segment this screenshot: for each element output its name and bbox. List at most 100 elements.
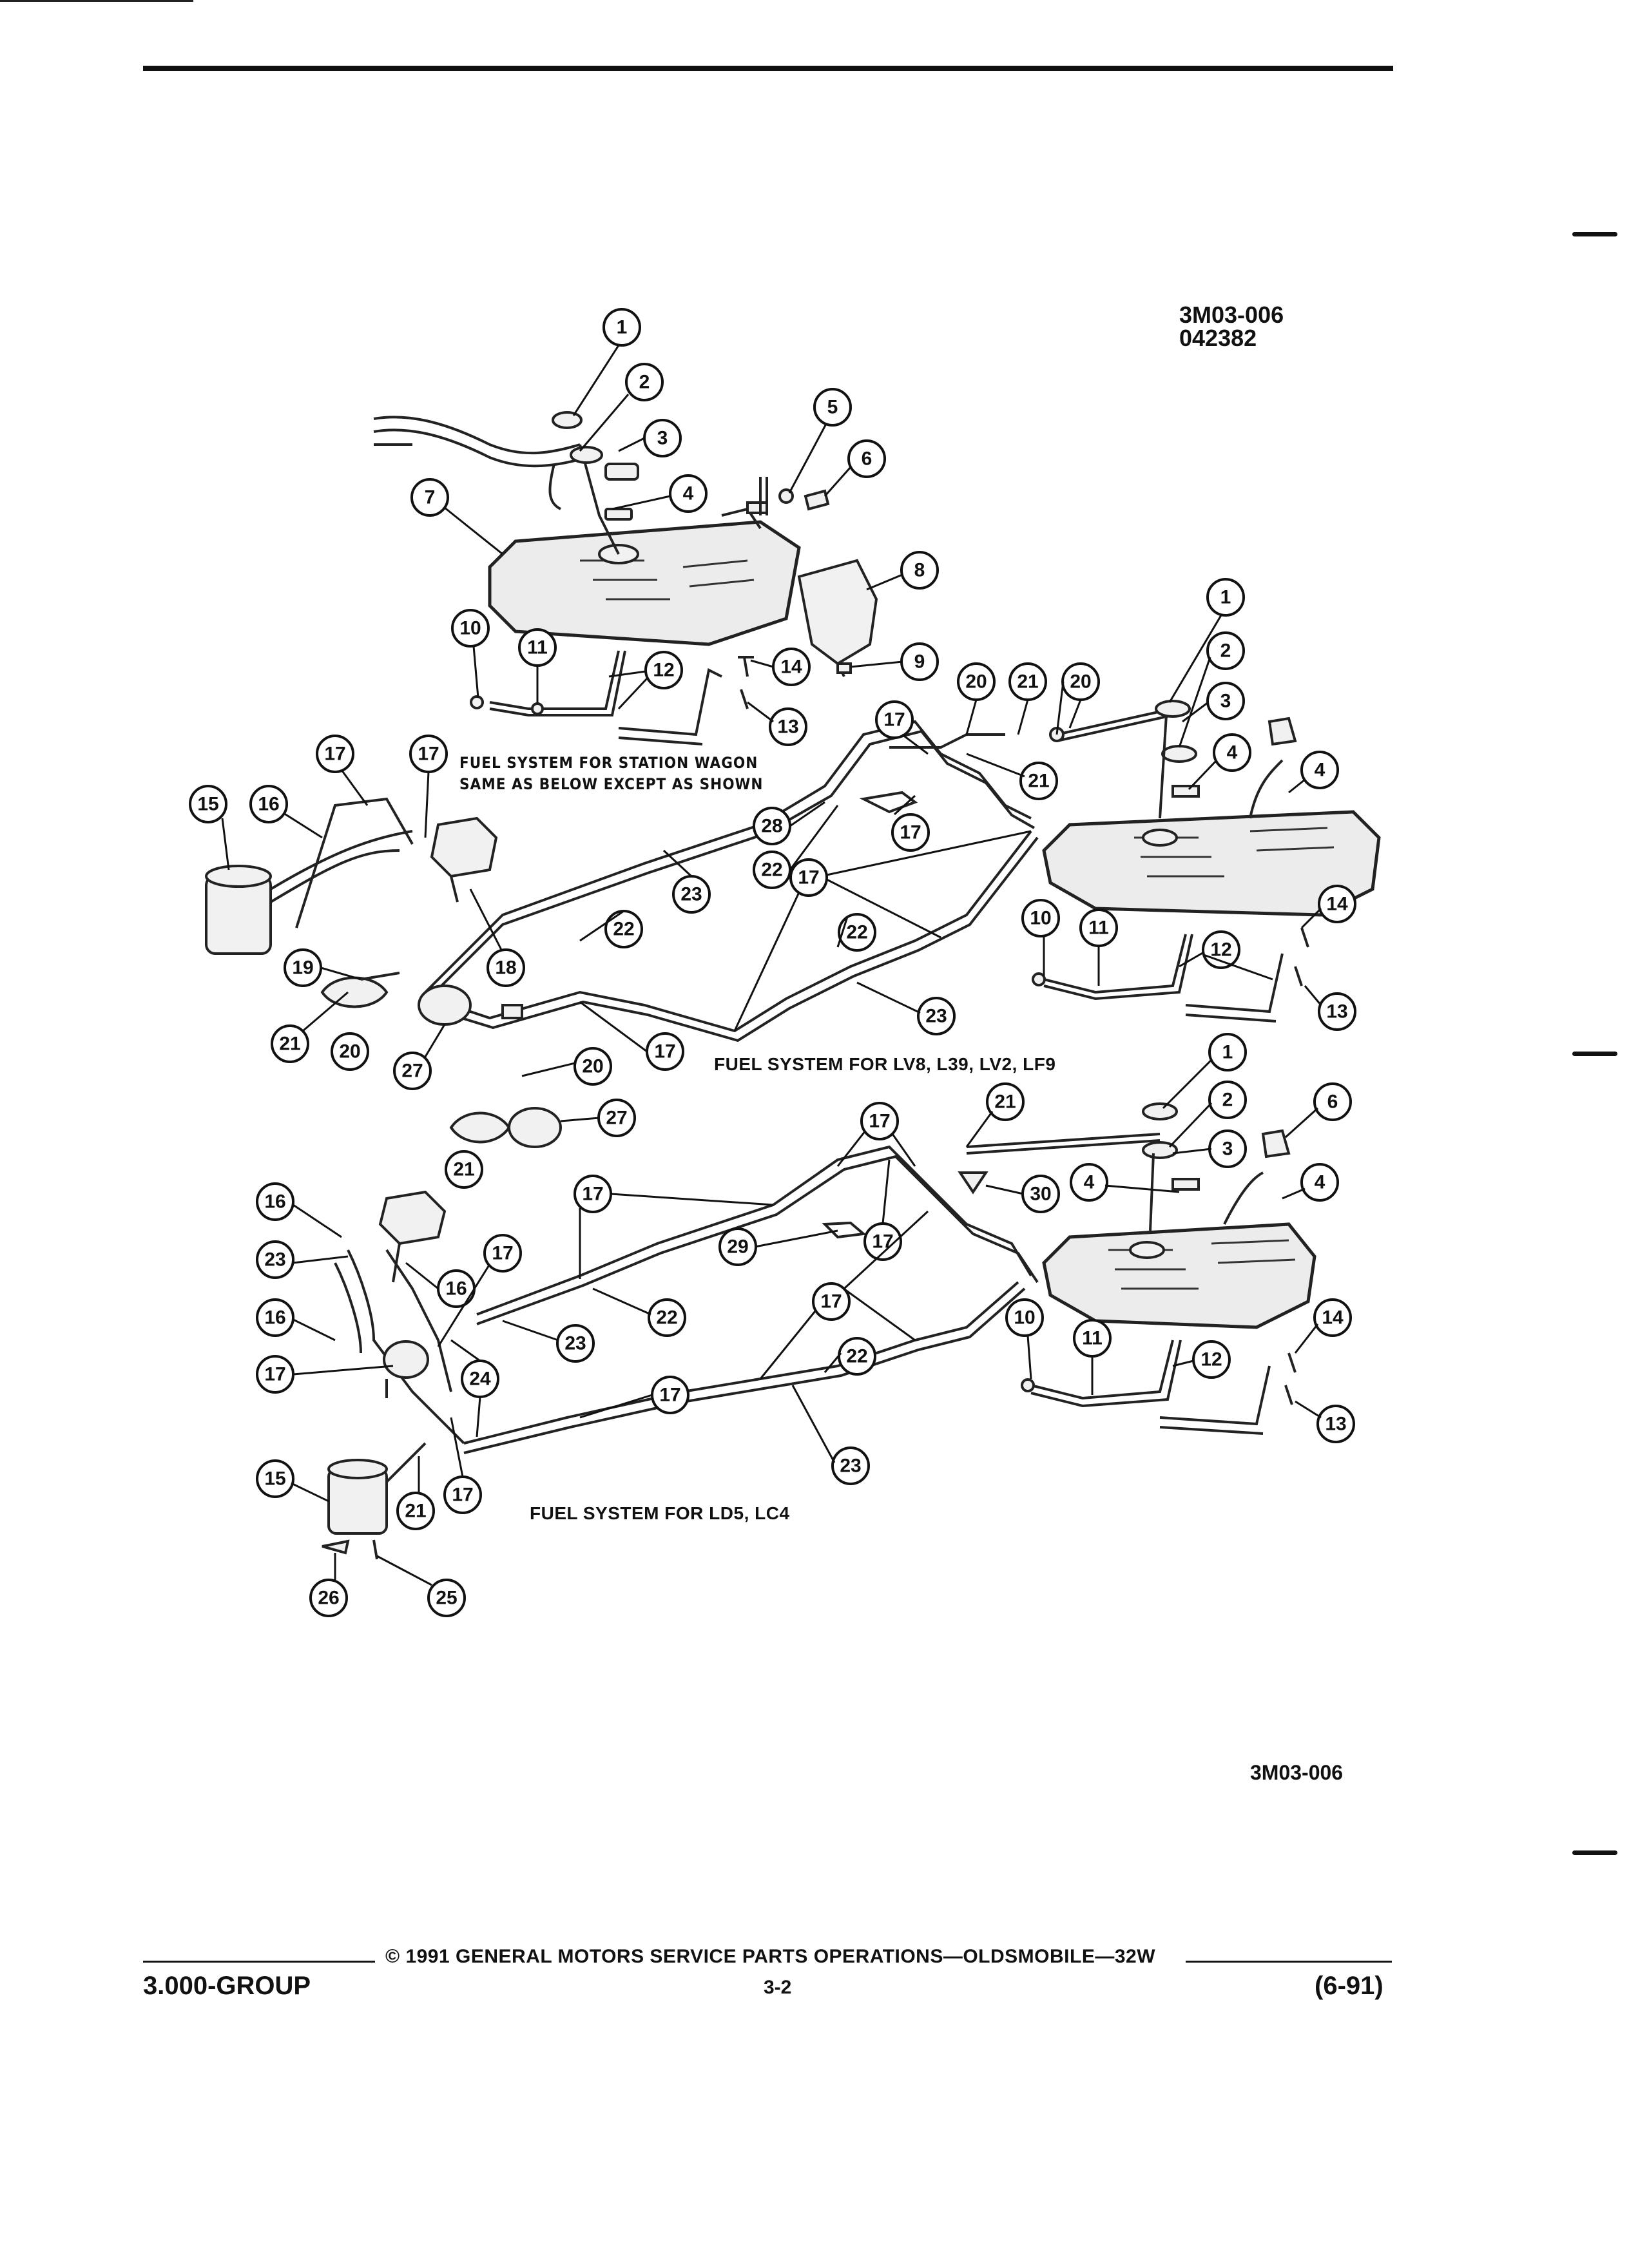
svg-text:20: 20 — [582, 1056, 603, 1077]
callout-w14: 14 — [772, 648, 811, 686]
svg-text:19: 19 — [292, 957, 313, 979]
callout-m22b: 22 — [604, 910, 643, 948]
svg-text:17: 17 — [418, 744, 439, 765]
callout-b4a: 4 — [1070, 1163, 1108, 1202]
caption-wagon-line2: SAME AS BELOW EXCEPT AS SHOWN — [459, 775, 764, 793]
svg-text:17: 17 — [883, 709, 905, 731]
callout-m27b: 27 — [597, 1099, 636, 1137]
svg-text:8: 8 — [914, 560, 925, 581]
svg-text:22: 22 — [656, 1307, 677, 1329]
callout-b17a: 17 — [860, 1102, 899, 1140]
callout-b25: 25 — [427, 1579, 466, 1617]
callout-b17e: 17 — [812, 1282, 851, 1321]
svg-text:13: 13 — [777, 716, 798, 738]
svg-text:3: 3 — [1222, 1139, 1233, 1160]
svg-text:23: 23 — [564, 1333, 586, 1354]
svg-text:27: 27 — [401, 1061, 423, 1082]
svg-text:15: 15 — [264, 1468, 285, 1490]
callout-b16a: 16 — [256, 1182, 294, 1221]
ld5-fuel-tank — [1042, 1222, 1316, 1329]
svg-text:17: 17 — [324, 744, 345, 765]
callout-b21a: 21 — [986, 1082, 1025, 1121]
callout-m17d: 17 — [891, 813, 930, 852]
callout-m12: 12 — [1202, 930, 1240, 969]
corner-scan-line — [0, 0, 193, 2]
margin-mark — [1572, 232, 1617, 236]
svg-text:11: 11 — [527, 637, 548, 658]
svg-text:28: 28 — [761, 816, 782, 837]
callout-w9: 9 — [900, 642, 939, 681]
svg-text:21: 21 — [1017, 671, 1038, 693]
caption-lv8: FUEL SYSTEM FOR LV8, L39, LV2, LF9 — [714, 1054, 1056, 1074]
lv8-filler-neck — [1249, 716, 1297, 819]
lv8-straps — [1032, 927, 1309, 1023]
svg-text:22: 22 — [761, 860, 782, 881]
svg-text:3: 3 — [657, 428, 668, 449]
svg-text:4: 4 — [1227, 742, 1238, 764]
svg-text:17: 17 — [798, 867, 819, 889]
callout-b30: 30 — [1021, 1175, 1060, 1213]
lv8-fuel-tank — [1042, 810, 1381, 917]
svg-text:26: 26 — [318, 1588, 339, 1609]
callout-b17h: 17 — [443, 1475, 482, 1514]
lv8-leaders — [221, 615, 1322, 1122]
callout-m28: 28 — [753, 807, 791, 845]
svg-text:23: 23 — [925, 1006, 947, 1027]
callout-b3: 3 — [1208, 1129, 1247, 1168]
footer-rule-right — [1186, 1961, 1392, 1963]
svg-text:16: 16 — [445, 1278, 467, 1300]
svg-text:27: 27 — [606, 1108, 627, 1129]
ld5-canister — [322, 1442, 427, 1560]
svg-text:17: 17 — [654, 1041, 675, 1062]
svg-text:14: 14 — [1322, 1307, 1344, 1329]
callout-b17g: 17 — [651, 1376, 689, 1414]
svg-text:1: 1 — [1222, 1042, 1233, 1063]
svg-text:16: 16 — [258, 794, 279, 815]
callout-b1: 1 — [1208, 1033, 1247, 1072]
callout-m20b: 20 — [1061, 662, 1100, 701]
callout-m21c: 21 — [271, 1024, 309, 1063]
svg-text:17: 17 — [452, 1485, 473, 1506]
lv8-sending-unit — [1049, 700, 1200, 819]
svg-text:17: 17 — [659, 1385, 680, 1406]
svg-text:17: 17 — [900, 822, 921, 843]
callout-b12: 12 — [1192, 1340, 1231, 1379]
callout-m16: 16 — [249, 785, 288, 823]
svg-text:4: 4 — [683, 483, 694, 505]
svg-text:22: 22 — [846, 922, 867, 943]
svg-text:14: 14 — [780, 657, 802, 678]
callout-m17e: 17 — [789, 858, 828, 897]
figure-footer-id: 3M03-006 — [1250, 1761, 1344, 1784]
callout-w13: 13 — [769, 707, 807, 746]
callout-m21b: 21 — [1019, 762, 1058, 800]
svg-text:9: 9 — [914, 651, 925, 673]
svg-text:17: 17 — [492, 1243, 513, 1264]
svg-text:12: 12 — [653, 660, 674, 681]
svg-text:16: 16 — [264, 1307, 285, 1329]
callout-b16b: 16 — [437, 1269, 476, 1308]
figure-id: 3M03-006 — [1179, 302, 1284, 328]
svg-text:13: 13 — [1326, 1001, 1347, 1023]
callout-m2: 2 — [1206, 631, 1245, 670]
callout-b4b: 4 — [1300, 1163, 1339, 1202]
lv8-egr-parts — [320, 972, 562, 1148]
svg-text:21: 21 — [994, 1091, 1016, 1113]
svg-text:21: 21 — [405, 1501, 426, 1522]
svg-text:10: 10 — [1014, 1307, 1035, 1329]
svg-text:20: 20 — [1070, 671, 1091, 693]
callout-m17b: 17 — [409, 735, 448, 773]
svg-text:23: 23 — [264, 1249, 285, 1271]
callout-m11: 11 — [1079, 908, 1118, 947]
footer-rule-left — [143, 1961, 375, 1963]
svg-text:21: 21 — [279, 1033, 300, 1055]
callout-m27a: 27 — [393, 1052, 432, 1090]
footer-page-number: 3-2 — [764, 1977, 792, 1998]
svg-text:2: 2 — [1222, 1090, 1233, 1111]
svg-text:30: 30 — [1030, 1184, 1051, 1205]
callout-b17b: 17 — [574, 1175, 612, 1213]
callout-m17a: 17 — [316, 735, 354, 773]
callout-b15: 15 — [256, 1459, 294, 1498]
callout-w2: 2 — [625, 363, 664, 401]
svg-text:23: 23 — [840, 1456, 861, 1477]
caption-wagon-line1: FUEL SYSTEM FOR STATION WAGON — [459, 754, 758, 772]
